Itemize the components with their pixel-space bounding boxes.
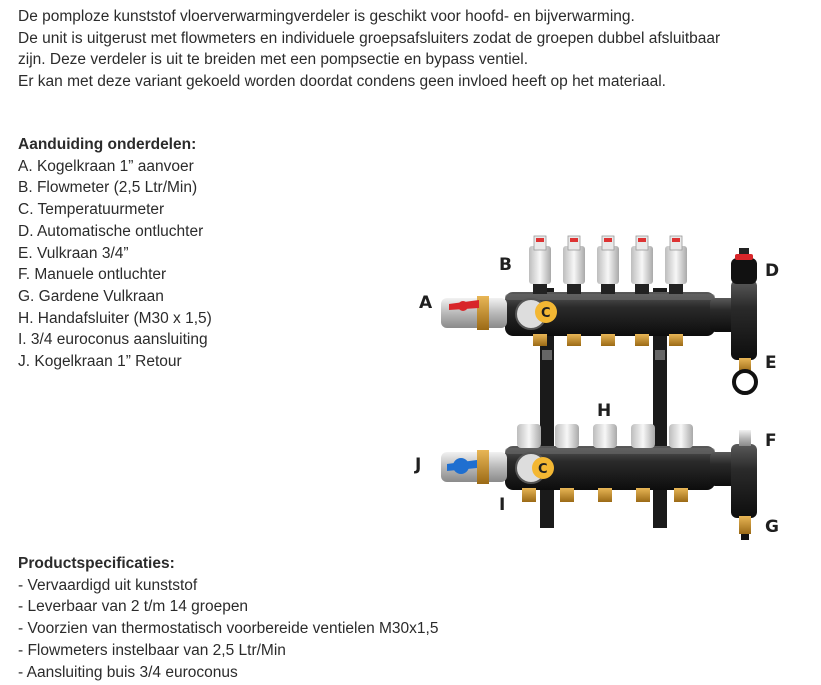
intro-text: De pomploze kunststof vloerverwarmingver… bbox=[18, 6, 818, 93]
list-item: I. 3/4 euroconus aansluiting bbox=[18, 331, 208, 349]
flowmeter bbox=[529, 235, 551, 294]
flowmeters bbox=[529, 235, 687, 294]
list-item: B. Flowmeter (2,5 Ltr/Min) bbox=[18, 179, 198, 197]
part-label: C bbox=[535, 301, 557, 323]
garden-fill-valve bbox=[739, 516, 751, 540]
manifold-illustration: A B C C D E F G H I J bbox=[405, 228, 821, 548]
list-item: A. Kogelkraan 1” aanvoer bbox=[18, 157, 194, 175]
manifold-svg: A B C C D E F G H I J bbox=[414, 235, 779, 540]
flowmeter bbox=[597, 235, 619, 294]
list-item: - Flowmeters instelbaar van 2,5 Ltr/Min bbox=[18, 641, 286, 659]
label-h: H bbox=[597, 401, 611, 421]
label-i: I bbox=[499, 495, 505, 515]
flowmeter bbox=[563, 235, 585, 294]
bottom-outlets bbox=[522, 488, 688, 502]
list-item: D. Automatische ontluchter bbox=[18, 222, 204, 240]
list-item: G. Gardene Vulkraan bbox=[18, 287, 164, 305]
label-d: D bbox=[765, 261, 779, 281]
flowmeter bbox=[631, 235, 653, 294]
intro-line: De pomploze kunststof vloerverwarmingver… bbox=[18, 8, 635, 25]
list-item: - Voorzien van thermostatisch voorbereid… bbox=[18, 620, 439, 638]
label-g: G bbox=[765, 517, 779, 537]
label-c-top: C bbox=[541, 306, 551, 321]
list-item: - Leverbaar van 2 t/m 14 groepen bbox=[18, 598, 249, 616]
top-outlets bbox=[533, 334, 683, 346]
list-item: J. Kogelkraan 1” Retour bbox=[18, 353, 182, 371]
list-item: - Vervaardigd uit kunststof bbox=[18, 576, 198, 594]
automatic-air-vent bbox=[731, 248, 757, 284]
intro-line: Er kan met deze variant gekoeld worden d… bbox=[18, 73, 666, 91]
parts-legend: Aanduiding onderdelen: A. Kogelkraan 1” … bbox=[18, 134, 418, 373]
product-specs: Productspecificaties: - Vervaardigd uit … bbox=[18, 553, 618, 683]
specs-heading: Productspecificaties: bbox=[18, 555, 175, 572]
label-b: B bbox=[499, 255, 512, 275]
parts-heading: Aanduiding onderdelen: bbox=[18, 136, 197, 153]
part-label: E bbox=[765, 353, 777, 373]
fill-valve bbox=[732, 358, 758, 395]
part-label: H bbox=[597, 401, 611, 421]
hand-shutoff-valves bbox=[517, 424, 693, 448]
part-label: C bbox=[532, 457, 554, 479]
part-label: J bbox=[414, 455, 421, 475]
list-item: - Aansluiting buis 3/4 euroconus bbox=[18, 663, 238, 681]
part-label: G bbox=[765, 517, 779, 537]
part-label: I bbox=[499, 495, 505, 515]
label-a: A bbox=[419, 293, 433, 313]
intro-line: zijn. Deze verdeler is uit te breiden me… bbox=[18, 51, 529, 69]
list-item: F. Manuele ontluchter bbox=[18, 266, 167, 284]
list-item: E. Vulkraan 3/4” bbox=[18, 244, 129, 262]
label-c-bottom: C bbox=[538, 462, 548, 477]
part-label: F bbox=[765, 431, 777, 451]
return-manifold bbox=[505, 444, 757, 518]
label-e: E bbox=[765, 353, 777, 373]
specs-list: - Vervaardigd uit kunststof - Leverbaar … bbox=[18, 575, 618, 684]
list-item: H. Handafsluiter (M30 x 1,5) bbox=[18, 309, 212, 327]
list-item: C. Temperatuurmeter bbox=[18, 201, 165, 219]
part-label: B bbox=[499, 255, 512, 275]
manual-air-vent bbox=[739, 430, 751, 446]
intro-line: De unit is uitgerust met flowmeters en i… bbox=[18, 29, 721, 47]
supply-manifold bbox=[505, 280, 757, 360]
part-label: D bbox=[765, 261, 779, 281]
supply-ball-valve bbox=[441, 296, 507, 330]
return-ball-valve bbox=[441, 450, 507, 484]
label-j: J bbox=[414, 455, 421, 475]
part-label: A bbox=[419, 293, 433, 313]
parts-list: A. Kogelkraan 1” aanvoer B. Flowmeter (2… bbox=[18, 156, 418, 373]
label-f: F bbox=[765, 431, 777, 451]
flowmeter bbox=[665, 235, 687, 294]
